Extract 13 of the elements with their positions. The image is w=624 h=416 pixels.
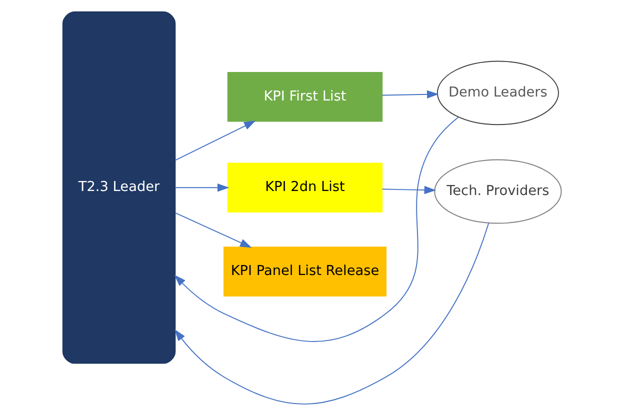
arrow	[382, 90, 439, 98]
arrow	[174, 116, 459, 342]
arrow	[174, 120, 256, 161]
node-box: T2.3 Leader	[62, 11, 176, 364]
arrow	[174, 222, 490, 405]
node-ellipse: Demo Leaders	[436, 60, 559, 126]
node-box: KPI Panel List Release	[223, 246, 386, 296]
node-box: KPI First List	[227, 72, 383, 122]
arrow	[174, 184, 230, 192]
arrow	[174, 212, 252, 248]
arrow	[382, 186, 436, 194]
node-ellipse: Tech. Providers	[434, 159, 562, 224]
node-box: KPI 2dn List	[227, 162, 383, 212]
